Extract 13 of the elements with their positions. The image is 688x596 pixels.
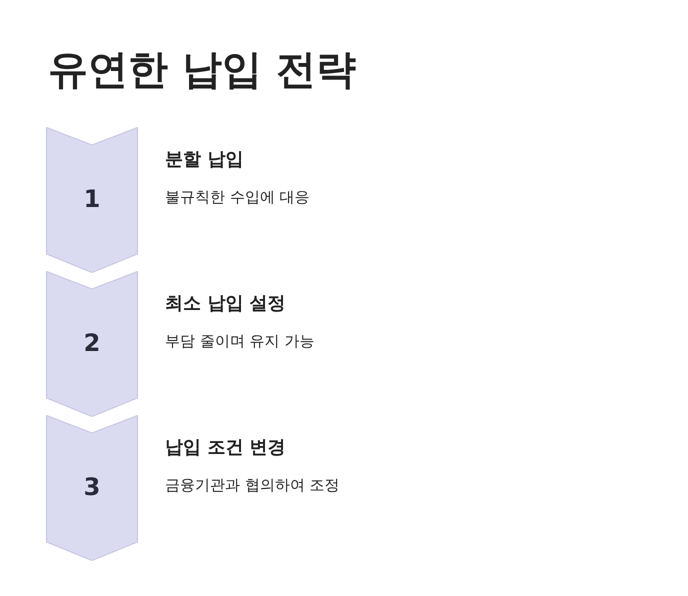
step-number: 1: [82, 185, 102, 213]
numbered-step: [46, 271, 138, 417]
step-description: 부담 줄이며 유지 가능: [165, 332, 314, 351]
numbered-step: [46, 127, 138, 273]
step-heading: 납입 조건 변경: [165, 436, 286, 459]
step-number: 3: [82, 473, 102, 501]
step-description: 불규칙한 수입에 대응: [165, 188, 310, 207]
step-heading: 최소 납입 설정: [165, 292, 286, 315]
step-number: 2: [82, 329, 102, 357]
slide-title: 유연한 납입 전략: [48, 46, 356, 94]
numbered-step: [46, 415, 138, 561]
step-description: 금융기관과 협의하여 조정: [165, 476, 340, 495]
step-heading: 분할 납입: [165, 148, 244, 171]
